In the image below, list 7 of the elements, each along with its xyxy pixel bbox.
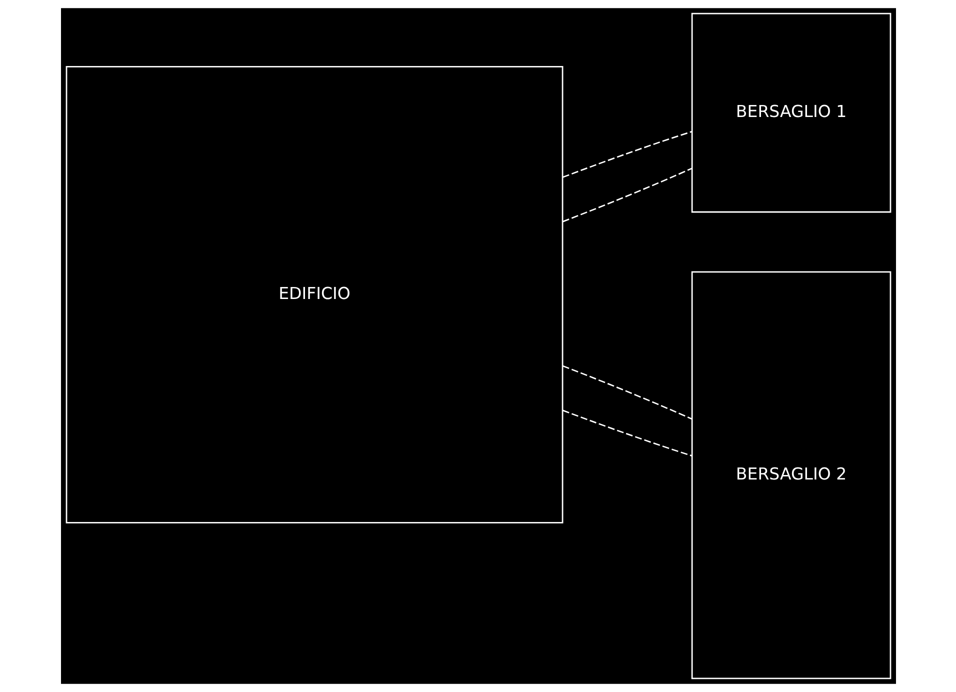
node-box: EDIFICIO (65, 66, 563, 524)
connector (562, 365, 692, 420)
node-box: BERSAGLIO 2 (690, 271, 891, 680)
node-box: BERSAGLIO 1 (690, 12, 891, 213)
connector (562, 410, 692, 456)
connector (562, 130, 692, 178)
connector (562, 168, 692, 222)
